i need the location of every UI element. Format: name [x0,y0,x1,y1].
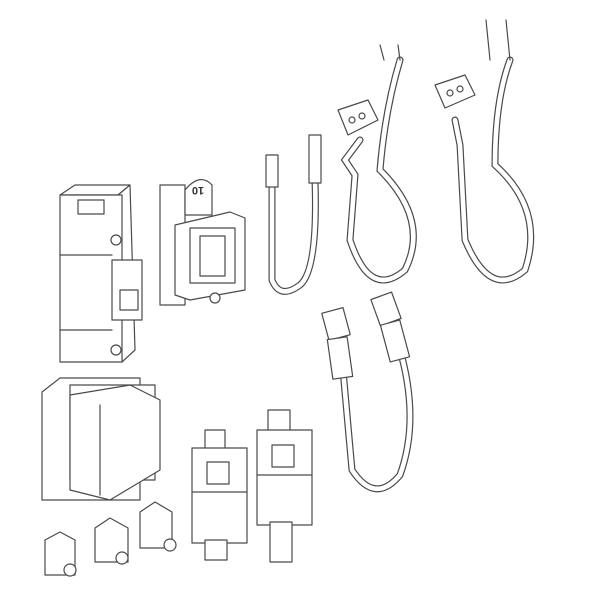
ferrule-wire [265,134,322,295]
rj45-coupler-1 [191,429,248,561]
fuse-holder: 10 [159,179,246,306]
terminal-clamp-2 [94,517,129,565]
connector-cable-2 [434,19,535,284]
connector-cable-1 [337,44,417,284]
circuit-breaker [59,184,143,363]
rj45-patch-cable [321,291,414,493]
socket-module [41,377,161,501]
fuse-rating-label: 10 [192,184,204,196]
rj45-coupler-2 [256,409,313,563]
terminal-clamp-3 [139,501,177,552]
terminal-clamp-1 [44,531,77,577]
